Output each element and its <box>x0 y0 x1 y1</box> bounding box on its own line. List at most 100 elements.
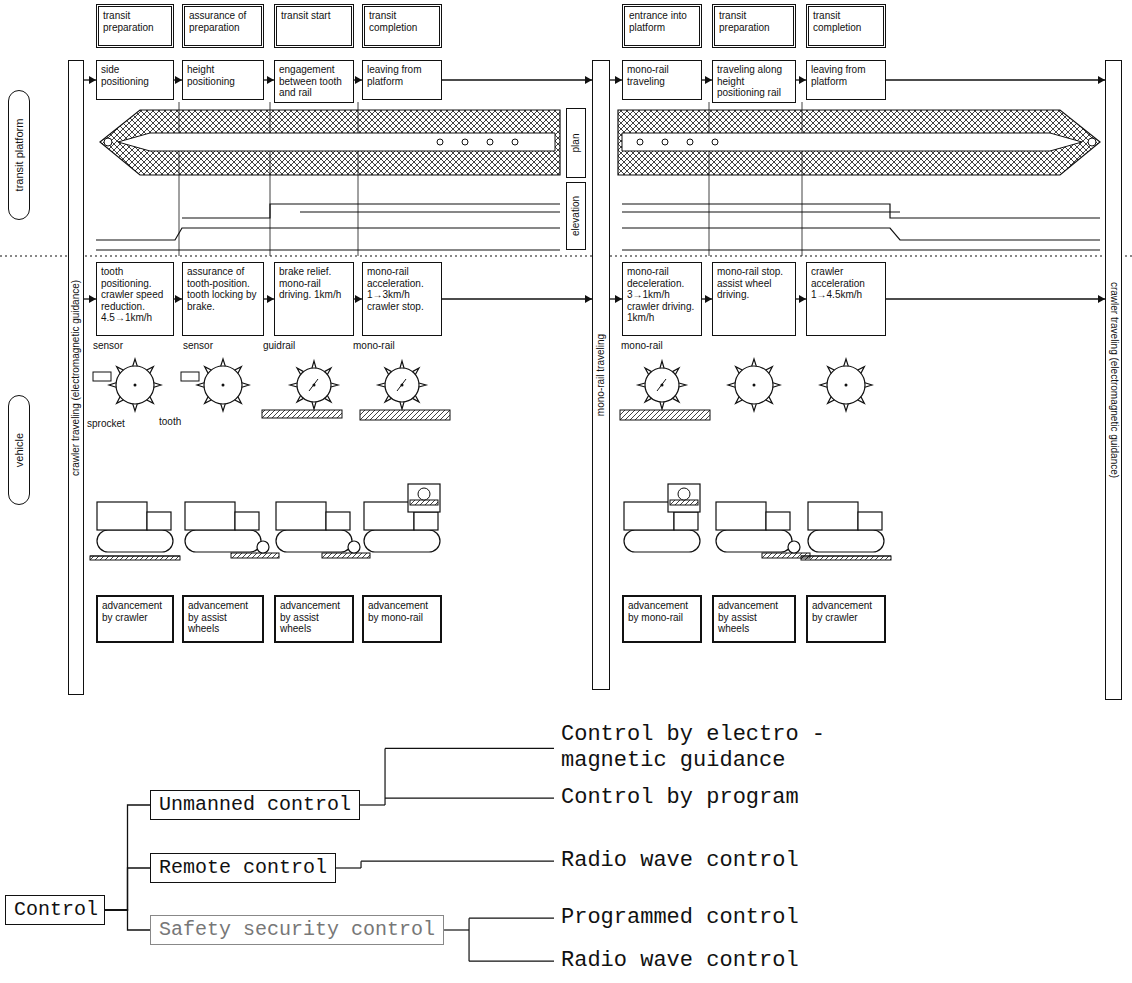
vehicle-step-box: assurance of tooth-position. tooth locki… <box>182 262 264 336</box>
sprocket-drawing <box>297 368 331 402</box>
sprocket-tooth <box>844 359 849 366</box>
sprocket-tooth <box>205 367 212 374</box>
sprocket-hub <box>222 384 225 387</box>
sprocket-tooth <box>400 361 404 368</box>
sprocket-hub <box>134 384 137 387</box>
sprocket-drawing <box>645 368 679 402</box>
leader-line <box>444 929 469 930</box>
vehicle-step-box: brake relief. mono-rail driving. 1km/h <box>274 262 354 336</box>
sprocket-tooth <box>645 395 651 401</box>
part-label: mono-rail <box>352 340 396 352</box>
advancement-box: advancement by crawler <box>806 595 886 643</box>
box-text: brake relief. mono-rail driving. 1km/h <box>279 266 349 301</box>
sprocket-tooth <box>412 368 418 374</box>
vehicle-step-box: mono-rail acceleration. 1→3km/h crawler … <box>362 262 442 336</box>
leader-line <box>469 961 554 962</box>
crawler-drawing <box>97 530 173 552</box>
flow-connector <box>442 79 592 80</box>
flow-connector <box>354 79 362 80</box>
advancement-box: advancement by mono-rail <box>622 595 702 643</box>
box-text: mono-rail stop. assist wheel driving. <box>717 266 791 301</box>
vehicle-body <box>716 502 766 530</box>
control-box: Control <box>5 895 105 925</box>
box-text: assurance of tooth-position. tooth locki… <box>187 266 259 312</box>
sprocket-tooth <box>858 367 865 374</box>
platform-step-box: height positioning <box>182 60 264 100</box>
sprocket-tooth <box>297 395 303 401</box>
platform-step-box: traveling along height positioning rail <box>712 60 796 103</box>
leader-line <box>469 918 554 919</box>
box-text: mono-rail traveling <box>627 64 697 87</box>
view-label: elevation <box>566 182 586 250</box>
crawler-drawing <box>624 530 700 552</box>
sprocket-tooth <box>109 383 116 388</box>
control-box: Unmanned control <box>150 790 360 820</box>
sprocket-tooth <box>828 397 835 404</box>
vehicle-body <box>185 502 235 530</box>
flow-connector <box>610 298 622 299</box>
sprocket-tooth <box>221 359 226 366</box>
rail-drawing <box>360 410 450 420</box>
rail-drawing <box>801 556 891 560</box>
box-text: advancement by assist wheels <box>280 600 348 635</box>
sprocket-tooth <box>672 395 678 401</box>
box-text: mono-rail traveling <box>595 334 607 416</box>
leader-line <box>385 798 554 799</box>
sprocket-tooth <box>773 383 780 388</box>
sprocket-tooth <box>820 383 827 388</box>
vehicle-body <box>624 502 674 530</box>
sensor-drawing <box>93 372 111 381</box>
box-text: vehicle <box>13 433 26 467</box>
leader-line <box>360 804 385 805</box>
vehicle-body <box>276 502 326 530</box>
platform-step-box: leaving from platform <box>806 60 886 100</box>
sprocket-tooth <box>197 383 204 388</box>
flow-connector <box>264 79 274 80</box>
box-text: transit completion <box>813 10 879 33</box>
sprocket-tooth <box>679 383 686 387</box>
rail-drawing <box>322 553 370 558</box>
vehicle-cab <box>674 512 698 530</box>
sprocket-tooth <box>645 368 651 374</box>
box-text: transit preparation <box>103 10 167 33</box>
leader-line <box>385 748 554 749</box>
rotation-mark <box>657 379 666 391</box>
stage-header: transit preparation <box>96 4 174 48</box>
sprocket-tooth <box>858 397 865 404</box>
stage-header: transit preparation <box>712 4 796 48</box>
rail-drawing <box>262 410 342 418</box>
sprocket-tooth <box>147 397 154 404</box>
box-text: transit completion <box>369 10 435 33</box>
vehicle-step-box: mono-rail deceleration. 3→1km/h crawler … <box>622 262 702 336</box>
box-text: Safety security control <box>159 918 435 942</box>
sprocket-tooth <box>672 368 678 374</box>
flow-connector <box>105 868 150 910</box>
rail-drawing <box>620 410 710 420</box>
box-text: entrance into platform <box>629 10 695 33</box>
vehicle-cab <box>326 512 350 530</box>
box-text: crawler traveling (electromagnetic guida… <box>1108 282 1120 478</box>
flow-connector <box>796 79 806 80</box>
assist-wheel <box>257 541 269 553</box>
vehicle-cab <box>414 512 438 530</box>
phase-band: crawler traveling (electromagnetic guida… <box>1105 60 1122 700</box>
box-text: height positioning <box>187 64 259 87</box>
flow-connector <box>84 79 96 80</box>
advancement-box: advancement by assist wheels <box>274 595 354 643</box>
sprocket-tooth <box>660 402 664 409</box>
part-label: tooth <box>158 416 182 428</box>
crawler-drawing <box>716 530 792 552</box>
box-text: Remote control <box>159 856 327 880</box>
box-text: advancement by mono-rail <box>628 600 696 623</box>
box-text: side positioning <box>101 64 169 87</box>
advancement-box: advancement by assist wheels <box>182 595 264 643</box>
crawler-drawing <box>364 530 440 552</box>
vehicle-cab <box>147 512 171 530</box>
stage-header: transit completion <box>362 4 442 48</box>
sprocket-tooth <box>290 383 297 387</box>
rail-drawing <box>410 500 438 505</box>
sprocket-tooth <box>117 367 124 374</box>
control-box: Safety security control <box>150 915 444 945</box>
box-text: advancement by crawler <box>812 600 880 623</box>
sprocket-tooth <box>312 402 316 409</box>
